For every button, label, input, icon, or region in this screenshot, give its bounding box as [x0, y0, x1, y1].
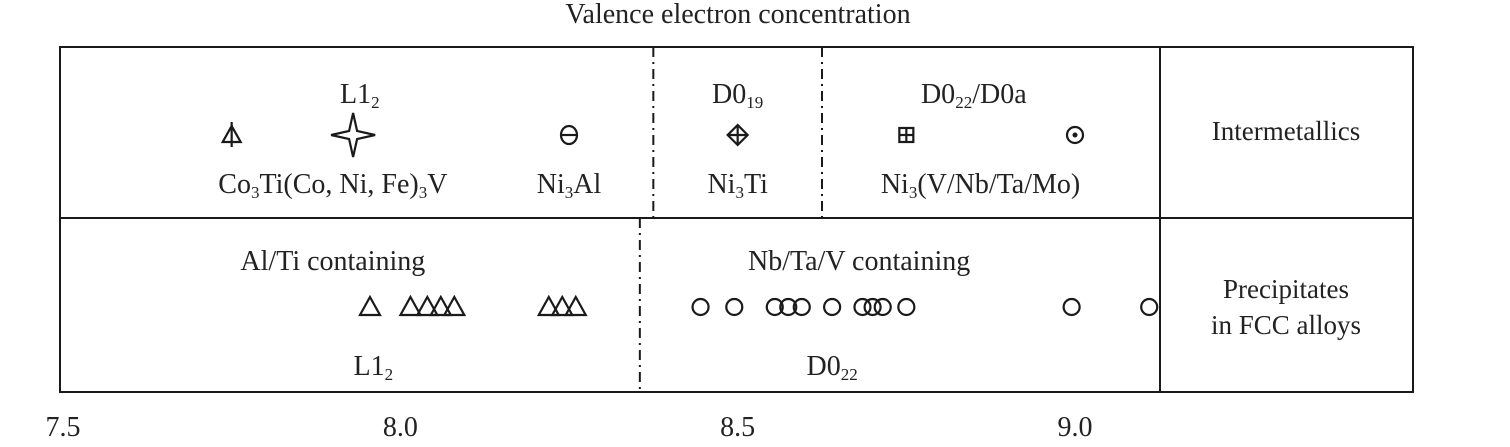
intermetallic-point-5: [1065, 125, 1085, 145]
chart-title: Valence electron concentration: [565, 0, 910, 30]
precipitate-point-0-0: [358, 294, 382, 317]
precipitate-point-1-0: [691, 297, 710, 317]
precipitate-point-1-7: [863, 297, 882, 317]
compound-label-3: Ni3(V/Nb/Ta/Mo): [881, 169, 1080, 202]
row-label-fcc-alloys: in FCC alloys: [1211, 310, 1361, 340]
intermetallic-point-0: [220, 122, 243, 147]
precipitate-point-1-9: [897, 297, 916, 317]
structure-label-1: D019: [712, 79, 763, 112]
x-tick-label-0: 7.5: [46, 412, 81, 443]
precipitate-point-1-2: [765, 297, 784, 317]
structure-label-0: L12: [340, 79, 380, 112]
x-axis: 7.5 8.0 8.5 9.0: [46, 412, 1093, 443]
precipitate-point-0-3: [428, 294, 453, 317]
precipitate-point-1-10: [1062, 297, 1081, 317]
precipitate-point-0-1: [398, 294, 423, 317]
group-label-1: Nb/Ta/V containing: [748, 246, 970, 277]
precipitate-point-0-4: [442, 294, 467, 317]
group-label-0: Al/Ti containing: [240, 246, 425, 277]
compound-label-1: Ni3Al: [537, 169, 602, 202]
plot-frame: [59, 46, 1414, 393]
precipitate-point-1-6: [853, 297, 872, 317]
precipitate-point-1-3: [779, 297, 798, 317]
precipitate-point-0-5: [536, 294, 561, 317]
row-label-intermetallics: Intermetallics: [1212, 116, 1360, 146]
x-tick-label-1: 8.0: [383, 412, 418, 443]
precipitate-point-1-5: [823, 297, 842, 317]
intermetallic-point-2: [559, 124, 579, 146]
precipitate-point-1-1: [725, 297, 744, 317]
phase-dividers: [638, 47, 823, 392]
intermetallic-point-3: [726, 123, 750, 147]
precipitate-point-0-7: [563, 294, 588, 317]
row-label-precipitates: Precipitates: [1223, 274, 1349, 304]
structure-label-3: L12: [354, 351, 394, 384]
data-markers: [220, 112, 1159, 317]
x-tick-label-3: 9.0: [1058, 412, 1093, 443]
intermetallic-point-4: [898, 126, 915, 144]
precipitate-point-1-11: [1140, 297, 1159, 317]
intermetallic-point-1: [330, 112, 376, 158]
precipitate-point-1-8: [873, 297, 892, 317]
precipitate-point-1-4: [792, 297, 811, 317]
precipitate-point-0-2: [415, 294, 440, 317]
compound-label-0: Co3Ti(Co, Ni, Fe)3V: [218, 169, 447, 202]
precipitate-point-0-6: [550, 294, 575, 317]
structure-label-4: D022: [807, 351, 858, 384]
compound-label-2: Ni3Ti: [707, 169, 768, 202]
x-tick-label-2: 8.5: [720, 412, 755, 443]
structure-label-2: D022/D0a: [921, 79, 1027, 112]
